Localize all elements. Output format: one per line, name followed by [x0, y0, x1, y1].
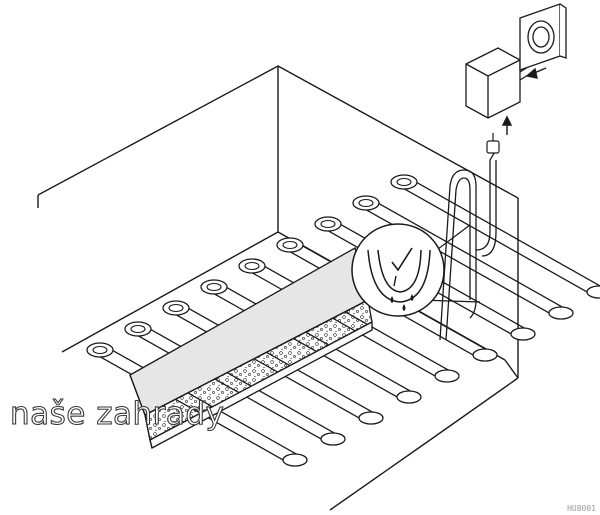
check-mark-icon: [391, 247, 413, 272]
supply-pipe: [439, 149, 497, 341]
detail-magnifier: [351, 223, 481, 317]
figure-code: HU8001: [567, 504, 596, 513]
power-adapter-icon: [465, 47, 537, 119]
watermark-text: naše zahrady: [9, 395, 225, 432]
wall-socket-icon: [519, 3, 567, 71]
concrete-slab: [129, 247, 373, 449]
arrow-icon: [525, 67, 547, 79]
plug-icon: [486, 133, 500, 154]
water-drop-icon: [390, 294, 414, 311]
arrow-icon: [501, 115, 513, 135]
